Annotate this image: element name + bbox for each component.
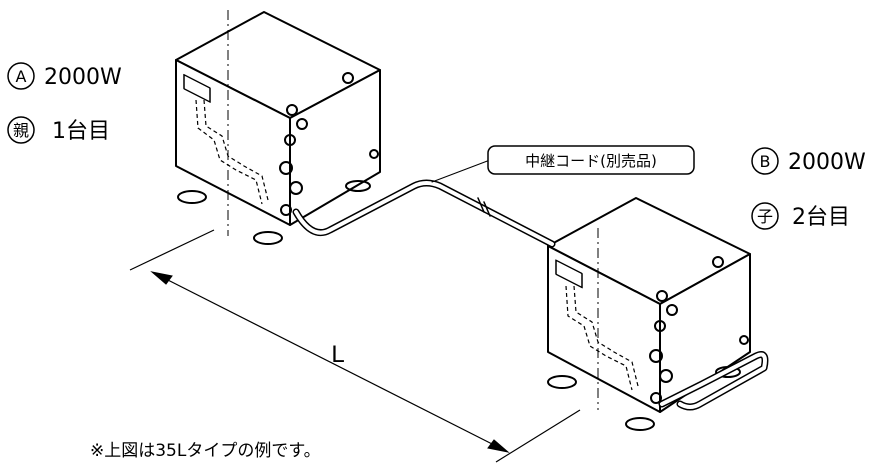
unit-a-drawing: [175, 10, 381, 245]
unit-a-labels: A 2000W 親 1台目: [7, 62, 122, 144]
unit-b-role-mark: 子: [757, 207, 773, 226]
circled-b-mark: [751, 147, 779, 175]
distance-label: L: [331, 341, 344, 368]
unit-b-order: 2台目: [792, 205, 850, 230]
unit-b-power: 2000W: [788, 150, 866, 175]
unit-a-order: 1台目: [52, 119, 110, 144]
unit-a-code-mark: A: [16, 67, 27, 86]
relay-cord: [292, 159, 769, 411]
unit-a-power: 2000W: [44, 65, 122, 90]
unit-a-role-mark: 親: [13, 121, 29, 140]
relay-cord-callout: 中継コード(別売品): [487, 145, 695, 175]
circled-child-mark: [751, 202, 779, 230]
unit-b-code-mark: B: [760, 152, 771, 171]
distance-dimension: [129, 229, 581, 463]
circled-a-mark: [7, 62, 35, 90]
footnote: ※上図は35Lタイプの例です。: [90, 441, 321, 461]
unit-b-labels: B 2000W 子 2台目: [751, 147, 866, 230]
unit-b-drawing: [547, 197, 751, 431]
circled-parent-mark: [7, 116, 35, 144]
relay-cord-label: 中継コード(別売品): [525, 152, 657, 170]
